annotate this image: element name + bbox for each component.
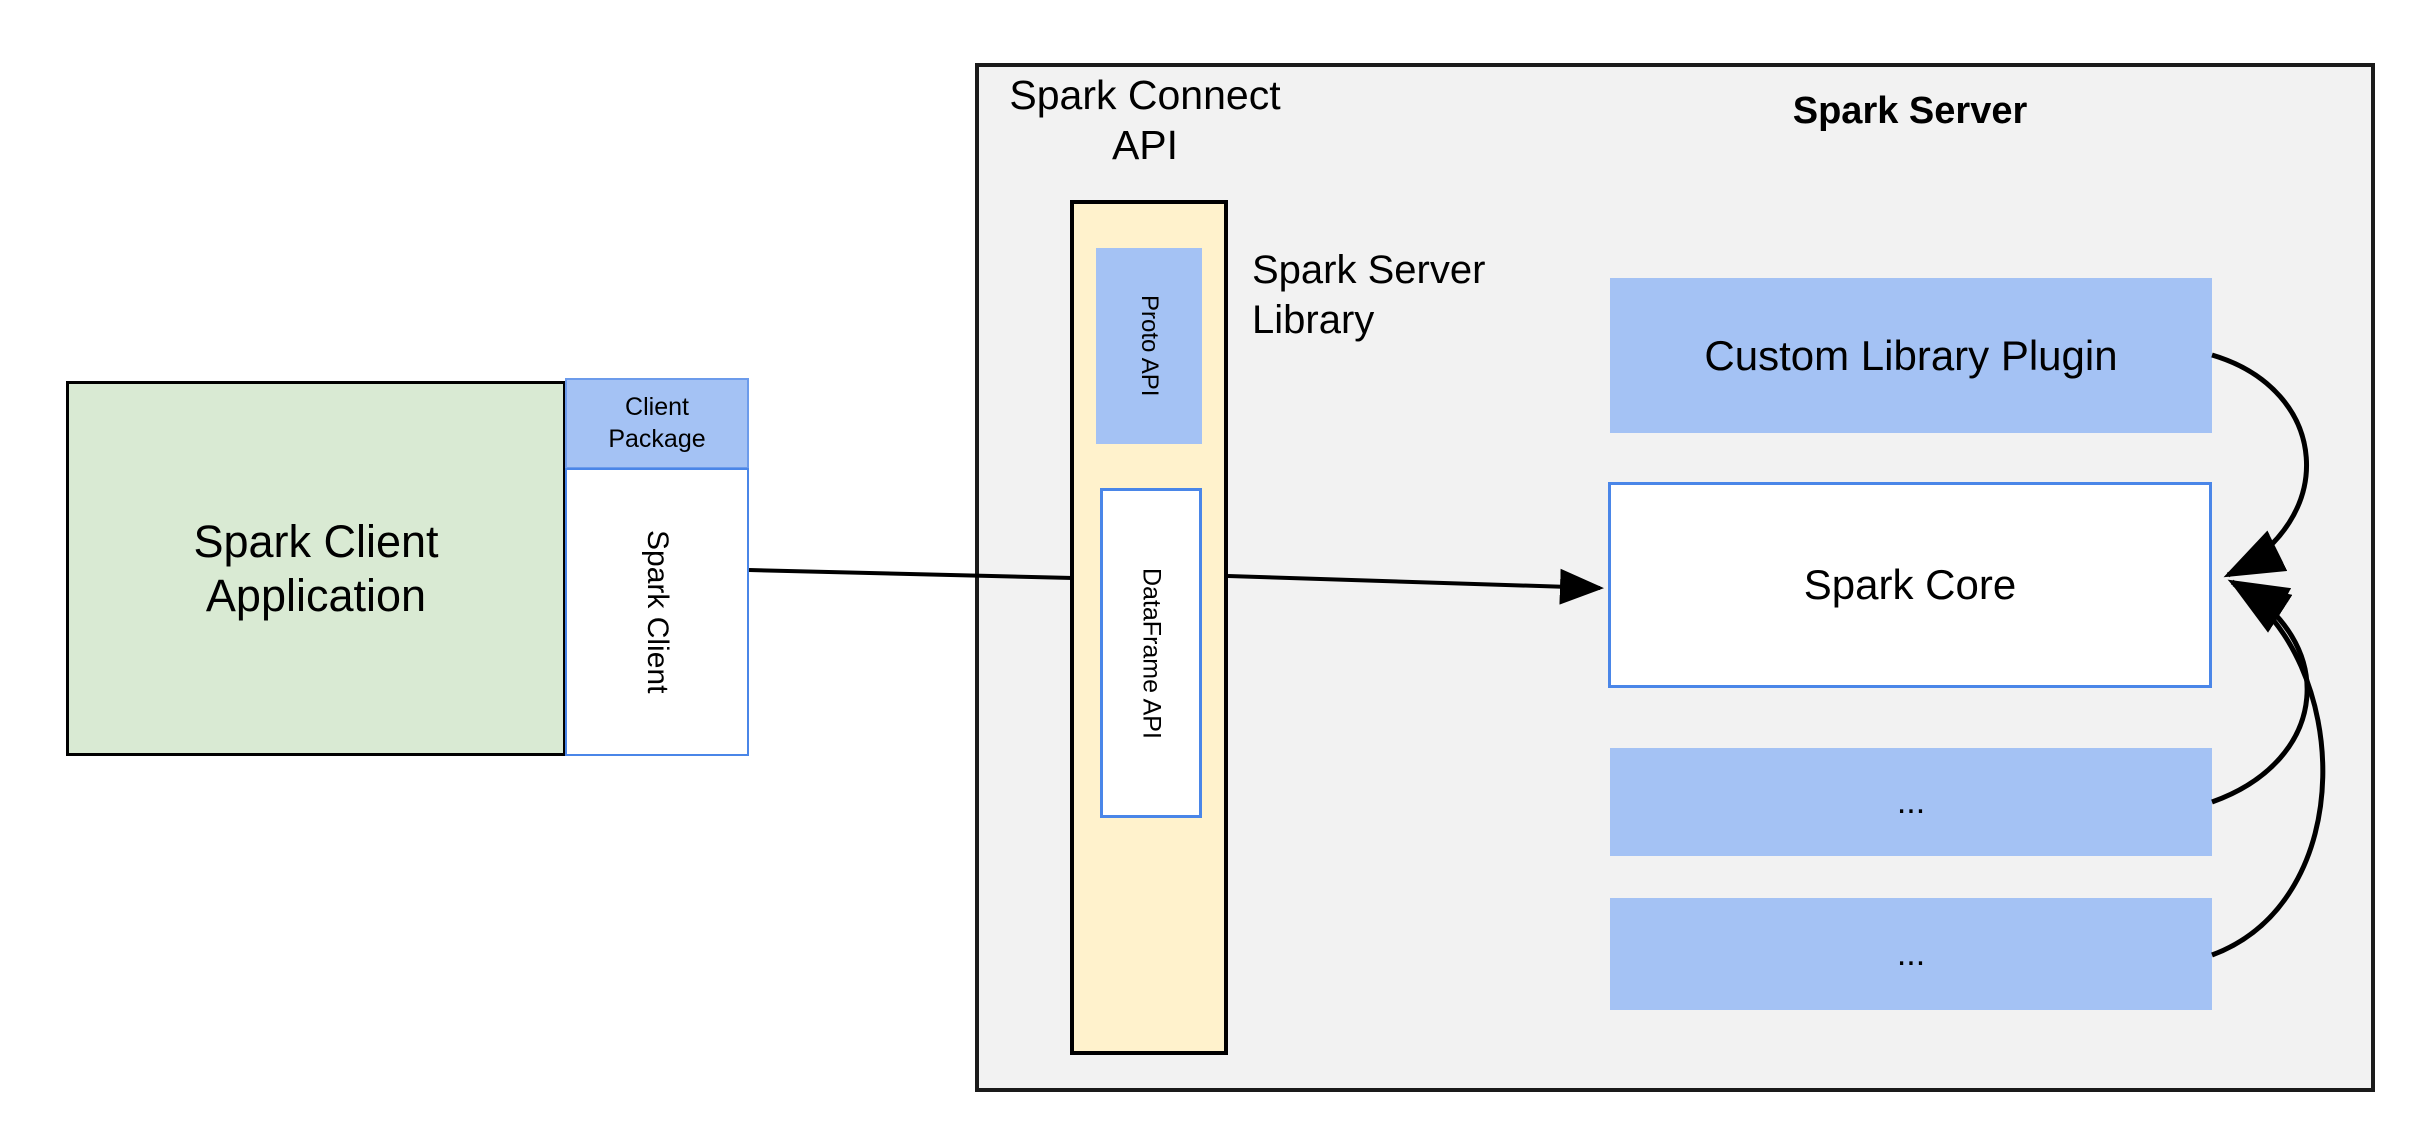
- client-package-label-line1: Client: [625, 393, 689, 422]
- spark-connect-api-label-line2: API: [1111, 122, 1179, 169]
- spark-core-label: Spark Core: [1803, 561, 2017, 608]
- spark-client-box[interactable]: Spark Client: [565, 468, 749, 756]
- custom-library-plugin-box[interactable]: Custom Library Plugin: [1610, 278, 2212, 433]
- proto-api-label: Proto API: [1136, 295, 1163, 397]
- server-component-ellipsis-2-label: ...: [1896, 934, 1926, 973]
- client-package-label-line2: Package: [608, 424, 706, 453]
- client-package-box[interactable]: Client Package: [565, 378, 749, 469]
- custom-library-plugin-label: Custom Library Plugin: [1704, 331, 2118, 379]
- spark-connect-api-label: Spark Connect API: [1000, 70, 1290, 180]
- spark-client-application-label-line2: Application: [205, 569, 427, 621]
- spark-connect-api-label-line1: Spark Connect: [1009, 72, 1281, 118]
- client-package-label: Client Package: [608, 392, 705, 455]
- spark-client-application-label-line1: Spark Client: [193, 516, 439, 568]
- spark-server-library-label: Spark Server Library: [1252, 245, 1582, 355]
- spark-client-application-label: Spark Client Application: [193, 515, 438, 621]
- server-component-ellipsis-1-label: ...: [1896, 782, 1926, 821]
- server-component-ellipsis-2-box[interactable]: ...: [1610, 898, 2212, 1010]
- spark-client-application-box[interactable]: Spark Client Application: [66, 381, 566, 756]
- proto-api-box[interactable]: Proto API: [1096, 248, 1202, 444]
- spark-client-label: Spark Client: [641, 530, 674, 694]
- spark-server-library-label-line2: Library: [1252, 298, 1375, 342]
- server-component-ellipsis-1-box[interactable]: ...: [1610, 748, 2212, 856]
- dataframe-api-box[interactable]: DataFrame API: [1100, 488, 1202, 818]
- dataframe-api-label: DataFrame API: [1137, 567, 1166, 739]
- spark-server-title: Spark Server: [1792, 90, 2028, 132]
- spark-core-box[interactable]: Spark Core: [1608, 482, 2212, 688]
- spark-server-library-label-line1: Spark Server: [1252, 248, 1486, 292]
